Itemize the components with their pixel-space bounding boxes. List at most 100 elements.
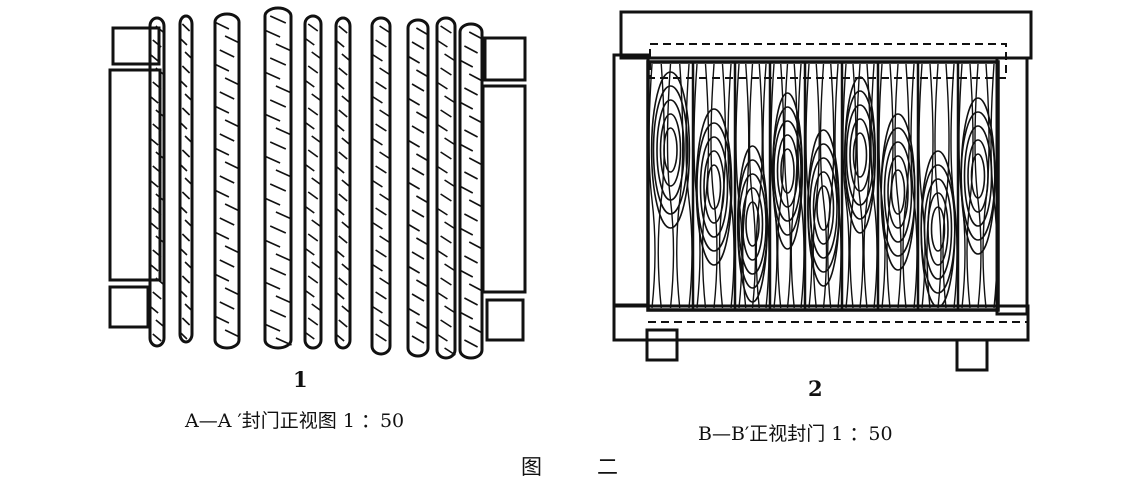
right-post-top [483, 36, 527, 82]
plank-section [178, 14, 194, 344]
grain-line [790, 63, 798, 309]
vertical-plank [842, 62, 880, 310]
plank-outline [178, 14, 194, 344]
grain-ring [852, 132, 868, 178]
grain-line [819, 63, 828, 309]
grain-ring [880, 113, 916, 271]
grain-ring [776, 134, 799, 208]
plank-outline [435, 16, 457, 360]
right-foot [955, 338, 989, 372]
grain-line [735, 63, 743, 309]
grain-line [666, 63, 675, 309]
right-post-bottom [485, 298, 525, 342]
grain-ring [920, 150, 956, 308]
grain-ring [930, 206, 946, 252]
grain-ring [738, 173, 767, 275]
plank-outline [458, 22, 484, 360]
grain-ring [890, 169, 906, 215]
plank-outline [370, 16, 392, 356]
vertical-plank [693, 62, 737, 310]
vertical-plank [805, 62, 844, 310]
grain-line [748, 63, 757, 309]
grain-ring [652, 85, 689, 215]
grain-line [926, 63, 934, 309]
grain-line [676, 63, 684, 309]
plank-grain [459, 31, 483, 348]
grain-line [886, 63, 894, 309]
grain-line [693, 63, 701, 309]
plank-section [435, 16, 457, 360]
plank-section [263, 6, 293, 350]
vertical-plank [735, 62, 772, 310]
grain-ring [741, 187, 764, 261]
plank-outline [263, 6, 293, 350]
plank-section [458, 22, 484, 360]
figure-2-caption: B—B′正视封门 1 ：50 [698, 423, 893, 445]
grain-line [783, 63, 792, 309]
vertical-plank [958, 62, 1000, 310]
plank-grain [264, 15, 292, 346]
vertical-plank [918, 62, 960, 310]
figure-1-drawing [108, 6, 527, 360]
grain-line [834, 63, 842, 309]
grain-ring [699, 136, 729, 238]
plank-outline [303, 14, 323, 350]
vertical-plank [648, 62, 695, 310]
grain-line [701, 63, 710, 309]
grain-line [856, 63, 864, 309]
grain-line [755, 63, 763, 309]
plank-section [148, 16, 166, 348]
grain-ring [780, 148, 795, 194]
grain-line [974, 63, 982, 309]
plank-grain [304, 23, 322, 340]
figure-1-number: 1 [293, 367, 308, 392]
grain-line [870, 63, 878, 309]
plank-section [213, 12, 241, 350]
grain-ring [812, 171, 835, 245]
plank-section [406, 18, 430, 358]
grain-line [958, 63, 966, 309]
grain-line [894, 63, 902, 309]
grain-ring [659, 113, 682, 187]
grain-line [934, 63, 942, 309]
grain-ring [960, 97, 996, 255]
grain-line [812, 63, 820, 309]
plank-grain [436, 25, 456, 356]
grain-line [685, 63, 693, 309]
plank-grain [335, 25, 351, 342]
grain-line [657, 63, 665, 309]
grain-line [863, 63, 871, 309]
figure-title-prefix: 图 [521, 455, 542, 479]
grain-line [718, 63, 727, 309]
planks-group [148, 6, 484, 360]
grain-ring [880, 127, 916, 257]
grain-line [982, 63, 990, 309]
grain-ring [771, 92, 803, 250]
grain-line [777, 63, 785, 309]
plank-outline [334, 16, 352, 350]
grain-line [727, 63, 735, 309]
figure-2-number: 2 [808, 376, 823, 401]
grain-ring [883, 141, 913, 243]
grain-ring [920, 164, 956, 294]
grain-line [648, 63, 656, 309]
grain-line [827, 63, 835, 309]
grain-line [950, 63, 958, 309]
left-post-bottom [108, 285, 150, 329]
grain-line [797, 63, 805, 309]
plank-outline [406, 18, 430, 358]
vertical-planks [648, 62, 1000, 310]
grain-ring [695, 108, 733, 266]
grain-line [805, 63, 813, 309]
grain-ring [844, 76, 876, 234]
vertical-plank [878, 62, 920, 310]
plank-grain [214, 21, 240, 338]
top-beam [619, 10, 1033, 60]
plank-outline [148, 16, 166, 348]
grain-line [849, 63, 857, 309]
plank-grain [149, 25, 165, 342]
grain-line [966, 63, 974, 309]
grain-line [842, 63, 850, 309]
plank-section [334, 16, 352, 350]
